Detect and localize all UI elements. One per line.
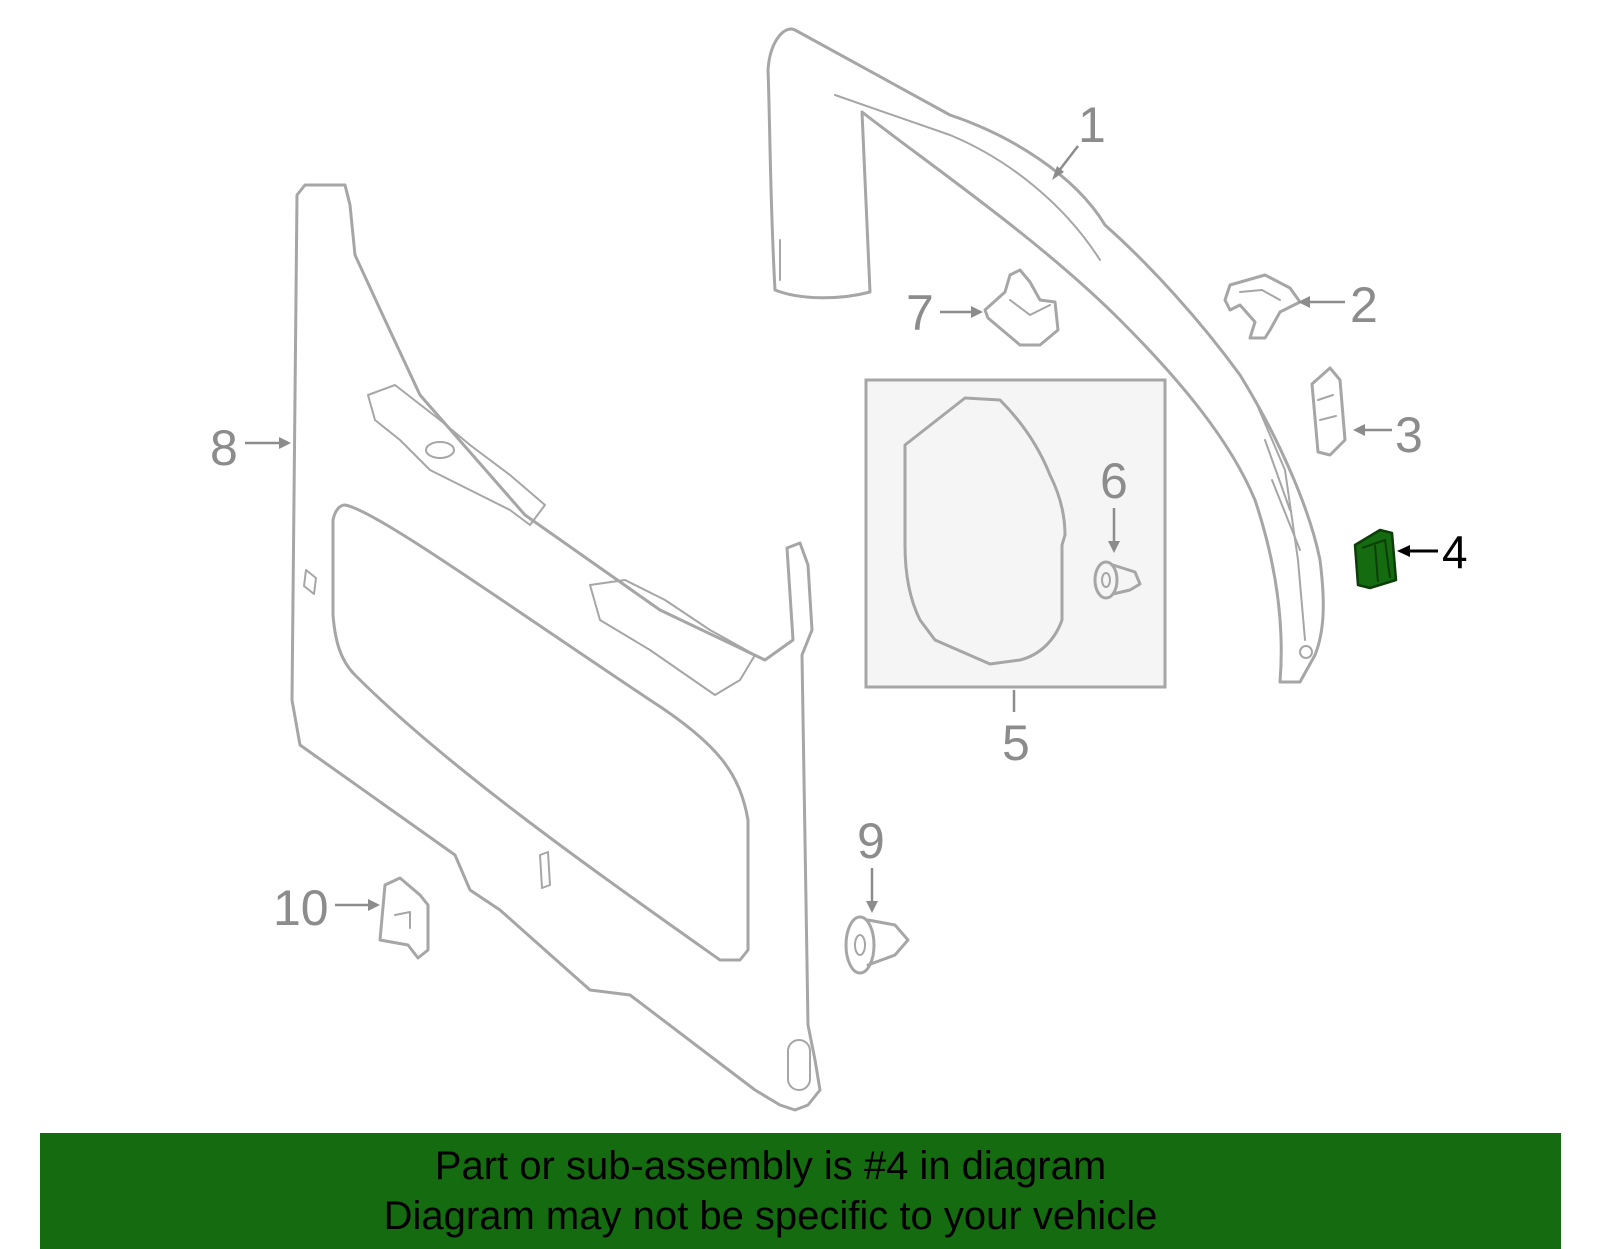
svg-text:8: 8: [210, 420, 238, 476]
callout-6: 6: [1100, 453, 1128, 553]
part-5-panel-group[interactable]: [864, 378, 1167, 689]
part-8-quarter-panel[interactable]: [290, 183, 822, 1112]
svg-text:7: 7: [906, 285, 934, 341]
svg-text:5: 5: [1002, 715, 1030, 771]
svg-text:9: 9: [857, 813, 885, 869]
banner-line-part: Part or sub-assembly is #4 in diagram: [434, 1144, 1107, 1188]
svg-text:1: 1: [1078, 97, 1106, 153]
part-10-clip[interactable]: [378, 876, 430, 960]
callout-3: 3: [1353, 407, 1423, 463]
svg-text:2: 2: [1350, 277, 1378, 333]
callout-5: 5: [1002, 690, 1030, 771]
banner-line-disclaimer: Diagram may not be specific to your vehi…: [383, 1194, 1158, 1238]
part-1-pillar-trim[interactable]: [766, 27, 1325, 684]
svg-text:4: 4: [1442, 526, 1468, 578]
part-4-highlighted[interactable]: [1353, 528, 1398, 590]
svg-text:3: 3: [1395, 407, 1423, 463]
svg-text:6: 6: [1100, 453, 1128, 509]
part-9-push-pin[interactable]: [844, 915, 910, 975]
callout-4: 4: [1397, 526, 1468, 578]
callout-7: 7: [906, 285, 983, 341]
callout-2: 2: [1298, 277, 1378, 333]
svg-text:10: 10: [273, 880, 329, 936]
callout-1: 1: [1052, 97, 1106, 180]
info-banner: Part or sub-assembly is #4 in diagram Di…: [40, 1133, 1561, 1249]
callout-10: 10: [273, 880, 380, 936]
part-3-bracket[interactable]: [1310, 366, 1347, 457]
parts-diagram: 1 2 3 4 5 6 7 8 9 10: [210, 27, 1468, 1112]
part-7-clip[interactable]: [983, 268, 1060, 347]
part-2-clip[interactable]: [1223, 273, 1302, 340]
callout-9: 9: [857, 813, 885, 913]
part-6-push-pin[interactable]: [1093, 560, 1142, 600]
callout-8: 8: [210, 420, 291, 476]
